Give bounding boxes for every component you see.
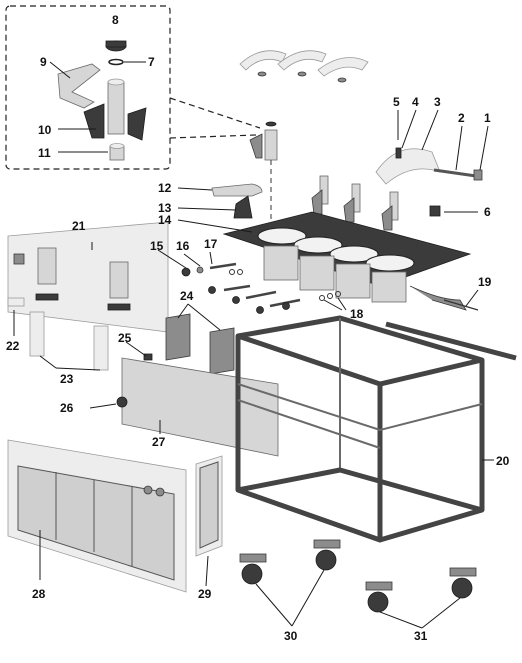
rear-panel: [116, 357, 279, 457]
callout-7: 7: [148, 55, 155, 69]
casters: [239, 539, 477, 613]
bolts-and-washers: [181, 262, 341, 314]
cabinet-frame: [235, 315, 517, 543]
leader-lines: [13, 61, 494, 629]
detail-inset: [5, 5, 261, 170]
callout-10: 10: [38, 123, 52, 137]
callout-15: 15: [150, 239, 164, 253]
callout-31: 31: [414, 629, 428, 643]
switch-and-modules: [7, 297, 109, 371]
callout-16: 16: [176, 239, 190, 253]
callout-18: 18: [350, 307, 364, 321]
callout-21: 21: [72, 219, 86, 233]
callout-24: 24: [180, 289, 194, 303]
lid-set-top: [239, 50, 369, 83]
callout-13: 13: [158, 201, 172, 215]
side-grille: [195, 455, 223, 557]
lid-assembly: [375, 147, 483, 217]
callout-3: 3: [434, 95, 441, 109]
callout-19: 19: [478, 275, 492, 289]
callout-20: 20: [496, 454, 510, 468]
callout-5: 5: [393, 95, 400, 109]
callout-8: 8: [112, 13, 119, 27]
callout-28: 28: [32, 587, 46, 601]
callout-labels: 1 2 3 4 5 6 7 8 9 10 11 12 13 14 15 16 1…: [6, 13, 510, 643]
mounting-brackets: [143, 313, 235, 375]
callout-4: 4: [412, 95, 419, 109]
well-top-plate: [222, 211, 479, 311]
holder-assembly: [249, 121, 278, 222]
callout-25: 25: [118, 331, 132, 345]
callout-17: 17: [204, 237, 218, 251]
callout-9: 9: [40, 55, 47, 69]
callout-27: 27: [152, 435, 166, 449]
small-holders: [211, 175, 399, 231]
callout-11: 11: [38, 146, 51, 160]
callout-29: 29: [198, 587, 212, 601]
callout-6: 6: [484, 205, 491, 219]
front-grille-panel: [7, 439, 187, 593]
callout-12: 12: [158, 181, 172, 195]
callout-2: 2: [458, 111, 465, 125]
callout-26: 26: [60, 401, 74, 415]
callout-23: 23: [60, 372, 74, 386]
callout-14: 14: [158, 213, 172, 227]
callout-1: 1: [484, 111, 491, 125]
callout-30: 30: [284, 629, 298, 643]
callout-22: 22: [6, 339, 20, 353]
